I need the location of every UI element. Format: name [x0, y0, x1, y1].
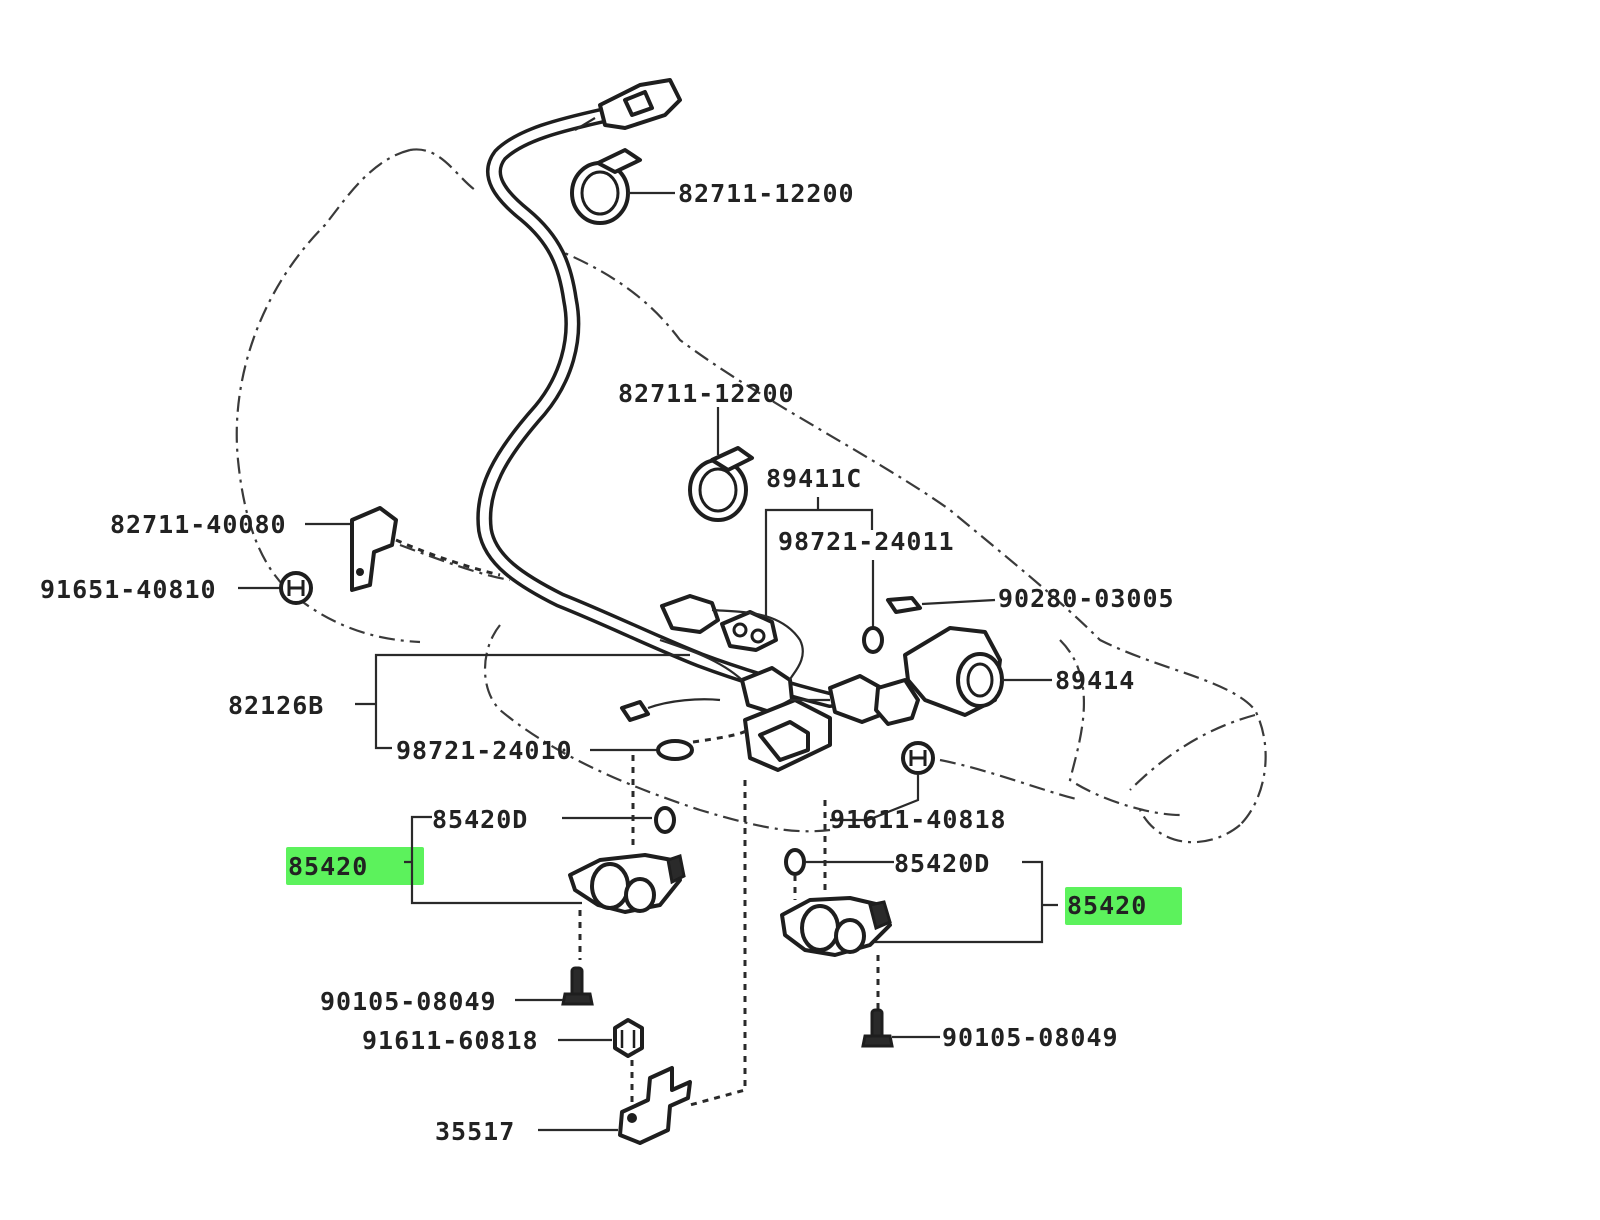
bolt-91651-40810	[279, 571, 313, 605]
label-82711-40080: 82711-40080	[110, 510, 287, 539]
label-85420d-left: 85420D	[432, 805, 528, 834]
label-82711-12200-top: 82711-12200	[678, 179, 855, 208]
seal-85420d-left	[654, 806, 676, 834]
bracket-85420-right	[875, 860, 1058, 944]
label-89414: 89414	[1055, 666, 1135, 695]
bracket-82126b	[355, 653, 690, 750]
label-89411c: 89411C	[766, 464, 862, 493]
seal-85420d-right	[784, 848, 806, 876]
screw-90105-08049-right	[861, 1008, 894, 1048]
label-98721-24011: 98721-24011	[778, 527, 955, 556]
bracket-85420-left	[404, 815, 582, 905]
sensor-85420-right	[780, 896, 892, 957]
oring-98721-24010	[656, 739, 694, 761]
highlight-85420-right	[1065, 887, 1182, 925]
nut-91611-60818	[613, 1018, 644, 1058]
oring-98721-24011	[862, 626, 884, 654]
highlight-85420-left	[286, 847, 424, 885]
switch-89414	[903, 626, 1004, 717]
label-91651-40810: 91651-40810	[40, 575, 217, 604]
label-85420d-right: 85420D	[894, 849, 990, 878]
bracket-89411c	[764, 497, 874, 630]
label-82711-12200-middle: 82711-12200	[618, 379, 795, 408]
sensor-85420-left	[568, 853, 686, 914]
label-85420-right: 85420	[1067, 891, 1147, 920]
speedometer-cable	[476, 78, 838, 708]
label-82126b: 82126B	[228, 691, 324, 720]
bolt-91611-40818	[901, 741, 935, 775]
bracket-35517	[618, 1066, 692, 1145]
clip-82711-40080	[350, 506, 398, 592]
transmission-outline	[235, 148, 1267, 844]
small-plug	[620, 698, 721, 722]
label-35517: 35517	[435, 1117, 515, 1146]
hose-clamp-middle	[688, 407, 754, 522]
label-85420-left: 85420	[288, 852, 368, 881]
label-90280-03005: 90280-03005	[998, 584, 1175, 613]
harness-connector-assembly	[659, 594, 920, 772]
label-90105-08049-left: 90105-08049	[320, 987, 497, 1016]
label-91611-60818: 91611-60818	[362, 1026, 539, 1055]
label-90105-08049-right: 90105-08049	[942, 1023, 1119, 1052]
pin-90280-03005	[886, 596, 922, 614]
hose-clamp-top	[570, 148, 675, 225]
screw-90105-08049-left	[561, 966, 594, 1006]
label-91611-40818: 91611-40818	[830, 805, 1007, 834]
label-98721-24010: 98721-24010	[396, 736, 573, 765]
